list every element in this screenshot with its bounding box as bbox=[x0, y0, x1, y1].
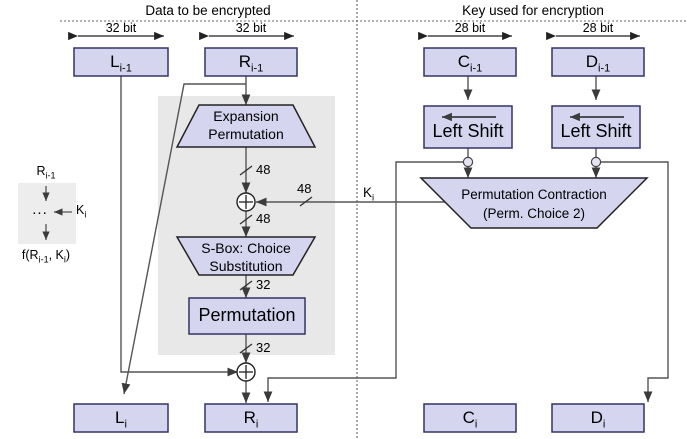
bit-label-key-into-xor: 48 bbox=[297, 181, 312, 196]
box-label-c-prev-sub: i-1 bbox=[470, 62, 483, 75]
legend-wiring bbox=[42, 186, 72, 241]
shape-expansion-permutation bbox=[175, 104, 317, 148]
bit-label-after-sbox: 32 bbox=[256, 277, 271, 292]
box-label-l-next: Li bbox=[115, 409, 127, 430]
shape-label-sbox-line1: S-Box: Choice bbox=[201, 240, 291, 256]
legend-label-output-sub1: i-1 bbox=[38, 254, 49, 265]
legend-label-key: Ki bbox=[76, 204, 86, 220]
box-label-c-next-main: C bbox=[462, 408, 475, 427]
legend-label-key-sub: i bbox=[84, 209, 87, 220]
legend-label-output-mid: , K bbox=[48, 248, 64, 262]
box-r-prev bbox=[204, 47, 298, 77]
register-boxes bbox=[73, 47, 645, 433]
box-label-r-prev-sub: i-1 bbox=[251, 62, 264, 75]
legend-label-output-sub2: i bbox=[63, 254, 66, 265]
box-label-r-next-sub: i bbox=[255, 418, 259, 431]
legend-label-output-suffix: ) bbox=[65, 248, 71, 262]
box-l-next bbox=[73, 403, 169, 433]
box-c-prev bbox=[423, 47, 517, 77]
box-label-r-next-main: R bbox=[243, 408, 256, 427]
shape-label-left-shift-d: Left Shift bbox=[560, 121, 632, 141]
box-label-c-next-sub: i bbox=[474, 418, 478, 431]
shape-label-expansion-line1: Expansion bbox=[213, 108, 279, 124]
shape-label-perm-contraction-line2: (Perm. Choice 2) bbox=[482, 206, 586, 221]
box-d-next bbox=[551, 403, 645, 433]
box-l-prev bbox=[73, 47, 169, 77]
key-tap-junctions bbox=[462, 156, 602, 168]
xor-gates bbox=[236, 192, 256, 382]
process-shapes bbox=[175, 104, 649, 276]
box-label-l-prev-sub: i-1 bbox=[119, 62, 132, 75]
bit-label-after-permutation: 32 bbox=[256, 340, 271, 355]
box-label-d-prev-sub: i-1 bbox=[598, 62, 611, 75]
box-label-d-next: Di bbox=[591, 409, 606, 430]
box-left-shift-d bbox=[551, 105, 641, 149]
box-label-c-next: Ci bbox=[463, 409, 478, 430]
bit-label-after-xor: 48 bbox=[256, 211, 271, 226]
header-data: Data to be encrypted bbox=[145, 3, 271, 18]
legend-label-input-sub: i-1 bbox=[45, 170, 56, 181]
key-label-ki-sub: i bbox=[372, 192, 375, 204]
legend-label-output-prefix: f(R bbox=[21, 248, 39, 262]
shape-label-expansion-line2: Permutation bbox=[208, 126, 284, 142]
shape-label-permutation: Permutation bbox=[198, 305, 296, 325]
box-label-d-prev-main: D bbox=[585, 52, 599, 71]
box-label-r-prev: Ri-1 bbox=[239, 53, 264, 74]
shape-label-sbox-line2: Substitution bbox=[209, 258, 283, 274]
box-label-d-next-main: D bbox=[590, 408, 603, 427]
xor-gate-key bbox=[236, 192, 256, 212]
width-label-d-prev: 28 bit bbox=[582, 21, 614, 35]
box-label-l-next-sub: i bbox=[124, 418, 127, 431]
shape-sbox-substitution bbox=[175, 236, 317, 276]
shape-label-left-shift-c: Left Shift bbox=[432, 121, 504, 141]
legend-label-input: Ri-1 bbox=[36, 165, 55, 181]
box-left-shift-c bbox=[423, 105, 513, 149]
box-label-r-prev-main: R bbox=[238, 52, 252, 71]
box-r-next bbox=[204, 403, 298, 433]
box-label-c-prev-main: C bbox=[457, 52, 471, 71]
box-d-prev bbox=[551, 47, 645, 77]
shape-perm-contraction bbox=[419, 177, 649, 229]
box-c-next bbox=[423, 403, 517, 433]
legend-label-output: f(Ri-1, Ki) bbox=[22, 249, 70, 265]
width-label-r-prev: 32 bit bbox=[235, 21, 267, 35]
box-label-d-next-sub: i bbox=[602, 418, 606, 431]
box-label-l-prev: Li-1 bbox=[110, 53, 132, 74]
width-label-c-prev: 28 bit bbox=[454, 21, 486, 35]
legend-label-dots: ... bbox=[32, 201, 48, 218]
box-label-l-prev-main: L bbox=[110, 52, 120, 71]
section-dividers bbox=[60, 0, 687, 439]
xor-gate-output bbox=[236, 362, 256, 382]
box-permutation bbox=[188, 297, 306, 335]
box-label-c-prev: Ci-1 bbox=[458, 53, 483, 74]
box-label-l-next-main: L bbox=[115, 408, 125, 427]
key-label-ki-main: K bbox=[363, 185, 373, 200]
legend-label-input-main: R bbox=[36, 164, 46, 178]
bit-label-after-expansion: 48 bbox=[256, 162, 271, 177]
box-label-r-next: Ri bbox=[244, 409, 259, 430]
header-key: Key used for encryption bbox=[462, 3, 604, 18]
bitwidth-ticks bbox=[239, 165, 313, 354]
data-wiring bbox=[120, 76, 500, 404]
width-label-l-prev: 32 bit bbox=[105, 21, 137, 35]
key-label-ki: Ki bbox=[363, 186, 374, 203]
legend-label-key-main: K bbox=[76, 203, 85, 217]
box-label-d-prev: Di-1 bbox=[586, 53, 611, 74]
shape-label-perm-contraction-line1: Permutation Contraction bbox=[461, 187, 607, 202]
